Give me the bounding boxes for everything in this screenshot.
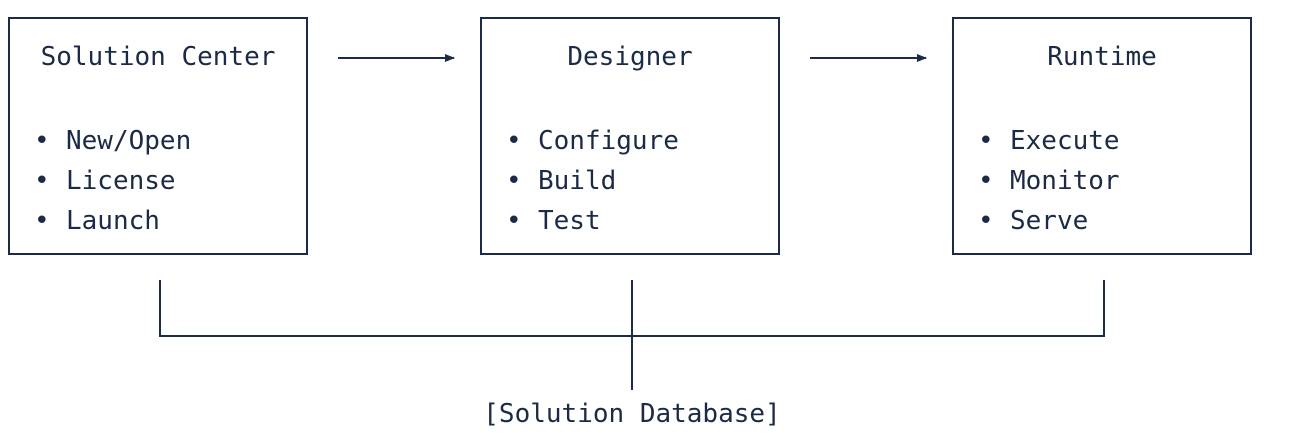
list-item: • License (34, 161, 191, 201)
bullet-icon: • (978, 166, 994, 196)
list-item-label: Serve (1010, 206, 1089, 236)
list-item-label: Execute (1010, 126, 1120, 156)
stage-title: Designer (567, 42, 693, 72)
list-item: • Configure (506, 121, 679, 161)
bullet-icon: • (34, 206, 50, 236)
stage-item-list: • Execute • Monitor • Serve (978, 121, 1120, 241)
list-item: • Serve (978, 201, 1120, 241)
stage-box-solution-center: Solution Center • New/Open • License • Laun… (8, 17, 308, 255)
list-item-label: License (66, 166, 176, 196)
stage-box-runtime: Runtime • Execute • Monitor • Serve (952, 17, 1252, 255)
bullet-icon: • (978, 126, 994, 156)
list-item-label: Monitor (1010, 166, 1120, 196)
stage-item-list: • Configure • Build • Test (506, 121, 679, 241)
stage-title: Solution Center (40, 42, 276, 72)
list-item-label: Build (538, 166, 617, 196)
list-item: • Execute (978, 121, 1120, 161)
stage-item-list: • New/Open • License • Launch (34, 121, 191, 241)
list-item-label: Configure (538, 126, 679, 156)
list-item: • Test (506, 201, 679, 241)
stage-box-designer: Designer • Configure • Build • Test (480, 17, 780, 255)
list-item-label: Launch (66, 206, 160, 236)
bullet-icon: • (34, 166, 50, 196)
bullet-icon: • (506, 126, 522, 156)
bullet-icon: • (506, 206, 522, 236)
bullet-icon: • (506, 166, 522, 196)
list-item: • Launch (34, 201, 191, 241)
bullet-icon: • (34, 126, 50, 156)
list-item: • New/Open (34, 121, 191, 161)
list-item: • Monitor (978, 161, 1120, 201)
list-item: • Build (506, 161, 679, 201)
bullet-icon: • (978, 206, 994, 236)
stage-title: Runtime (1047, 42, 1157, 72)
list-item-label: New/Open (66, 126, 192, 156)
list-item-label: Test (538, 206, 601, 236)
database-label: [Solution Database] (483, 399, 781, 429)
